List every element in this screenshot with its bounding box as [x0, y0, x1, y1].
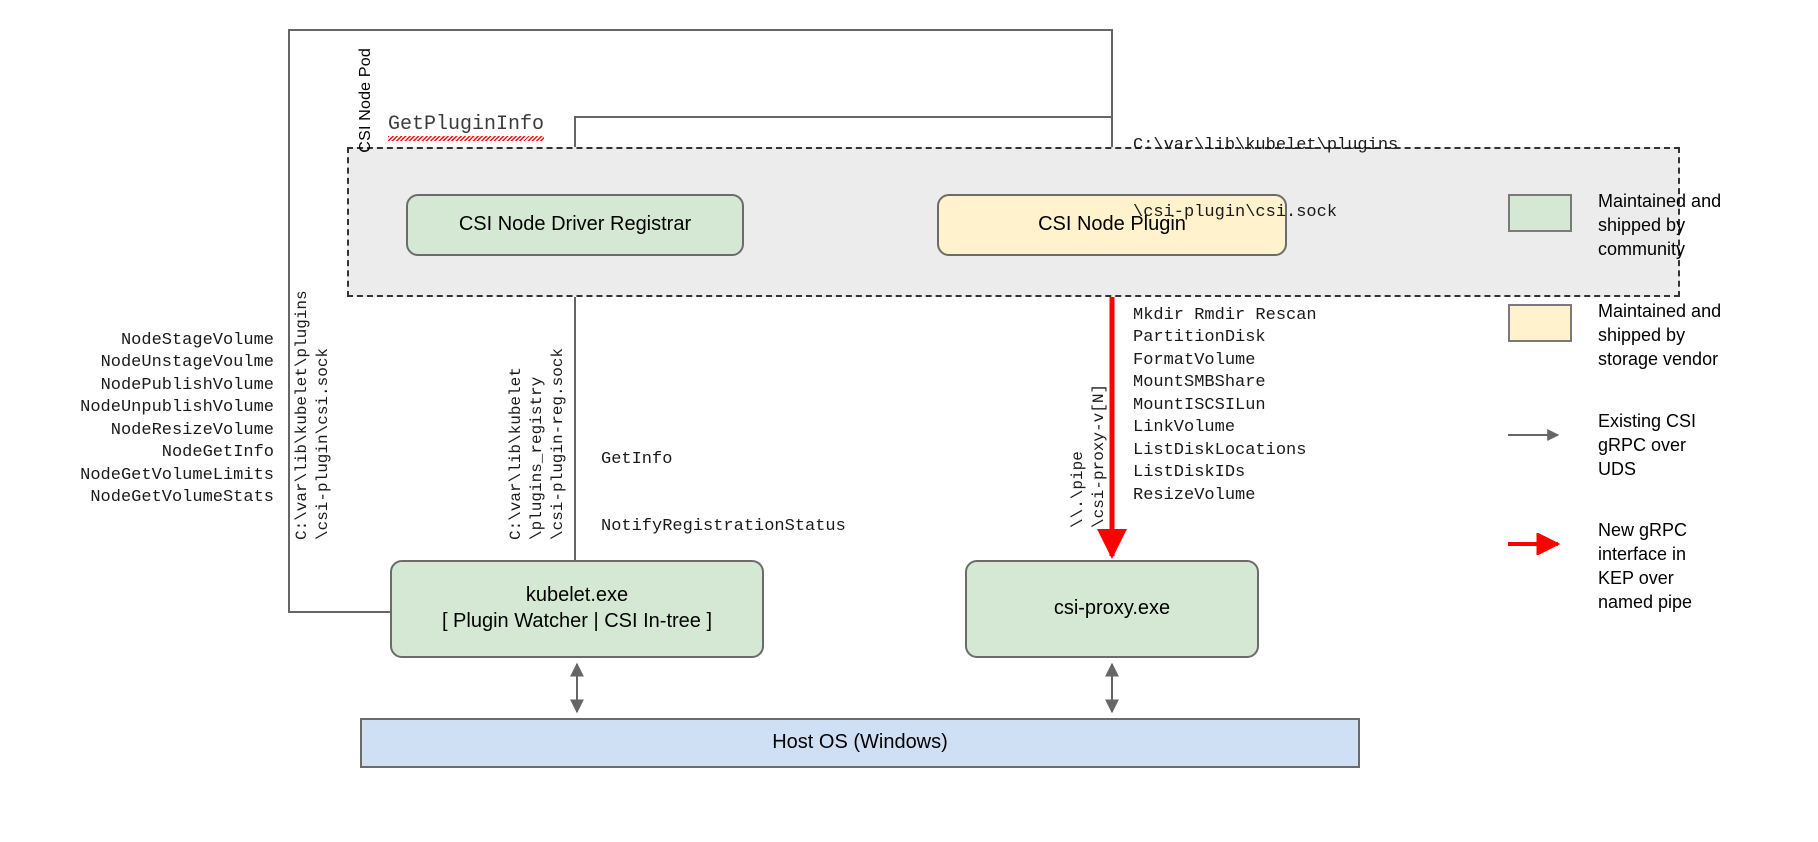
csi-proxy-operation: MountSMBShare — [1133, 373, 1266, 393]
legend-item: Maintained and shipped by storage vendor — [1508, 300, 1808, 372]
annotation-plugins-registry-path-vertical: C:\var\lib\kubelet \plugins_registry \cs… — [507, 347, 567, 540]
node-rpc-call: NodePublishVolume — [100, 375, 274, 395]
annotation-line: GetInfo — [601, 449, 673, 469]
node-label: CSI Node Plugin — [1038, 213, 1186, 236]
csi-proxy-operation: Mkdir Rmdir Rescan — [1133, 306, 1317, 325]
node-rpc-call: NodeGetVolumeStats — [90, 488, 274, 508]
node-label-primary: kubelet.exe — [525, 584, 629, 607]
csi-proxy-operation: MountISCSILun — [1133, 395, 1266, 415]
legend-label: Existing CSI gRPC over UDS — [1598, 410, 1697, 479]
node-rpc-call: NodeResizeVolume — [110, 420, 274, 440]
annotation-line: NotifyRegistrationStatus — [601, 517, 846, 537]
legend-label: New gRPC interface in KEP over named pip… — [1598, 520, 1693, 613]
csi-proxy-operation: LinkVolume — [1133, 418, 1236, 438]
node-label: CSI Node Driver Registrar — [458, 213, 692, 236]
legend-arrow-icon — [1508, 532, 1572, 557]
node-rpc-call: NodeUnpublishVolume — [80, 398, 274, 418]
csi-proxy-operation: FormatVolume — [1133, 350, 1256, 370]
annotation-line: C:\var\lib\kubelet\plugins — [1133, 135, 1399, 155]
node-csi-node-plugin[interactable]: CSI Node Plugin — [937, 194, 1287, 256]
legend-item: New gRPC interface in KEP over named pip… — [1508, 519, 1808, 615]
annotation-named-pipe-vertical: \\.\pipe \csi-proxy-v[N] — [1069, 383, 1108, 528]
csi-proxy-operation: ResizeVolume — [1133, 485, 1256, 505]
legend-item: Existing CSI gRPC over UDS — [1508, 410, 1808, 482]
csi-proxy-operation: ListDiskIDs — [1133, 463, 1246, 483]
node-label-secondary: [ Plugin Watcher | CSI In-tree ] — [441, 610, 713, 632]
csi-node-pod-label: CSI Node Pod — [357, 48, 374, 153]
legend-arrow-icon — [1508, 424, 1572, 448]
annotation-text: GetPluginInfo — [388, 113, 545, 141]
csi-proxy-operation: PartitionDisk — [1133, 328, 1266, 348]
registration-call-list: GetInfo NotifyRegistrationStatus — [601, 404, 846, 584]
node-label: csi-proxy.exe — [1053, 597, 1171, 620]
node-csi-proxy-exe[interactable]: csi-proxy.exe — [965, 560, 1259, 658]
node-label: Host OS (Windows) — [772, 731, 948, 754]
annotation-kubelet-csi-sock-path-vertical: C:\var\lib\kubelet\plugins \csi-plugin\c… — [293, 290, 332, 540]
legend-label: Maintained and shipped by community — [1598, 191, 1722, 259]
legend-color-swatch — [1508, 303, 1572, 342]
annotation-get-plugin-info: GetPluginInfo — [388, 113, 545, 141]
node-rpc-call: NodeStageVolume — [120, 331, 274, 350]
node-kubelet-exe[interactable]: kubelet.exe [ Plugin Watcher | CSI In-tr… — [390, 560, 764, 658]
annotation-line: \csi-plugin\csi.sock — [1133, 203, 1338, 223]
node-rpc-call: NodeGetVolumeLimits — [80, 465, 274, 485]
legend-label: Maintained and shipped by storage vendor — [1598, 300, 1722, 369]
legend-color-swatch — [1508, 194, 1572, 232]
node-csi-node-driver-registrar[interactable]: CSI Node Driver Registrar — [406, 194, 744, 256]
node-rpc-call: NodeGetInfo — [161, 443, 274, 463]
node-rpc-call: NodeUnstageVoulme — [100, 353, 274, 373]
csi-proxy-operation: ListDiskLocations — [1133, 440, 1307, 460]
annotation-csi-sock-path: C:\var\lib\kubelet\plugins \csi-plugin\c… — [1133, 90, 1398, 270]
legend-item: Maintained and shipped by community — [1508, 190, 1808, 262]
node-host-os[interactable]: Host OS (Windows) — [360, 718, 1360, 768]
